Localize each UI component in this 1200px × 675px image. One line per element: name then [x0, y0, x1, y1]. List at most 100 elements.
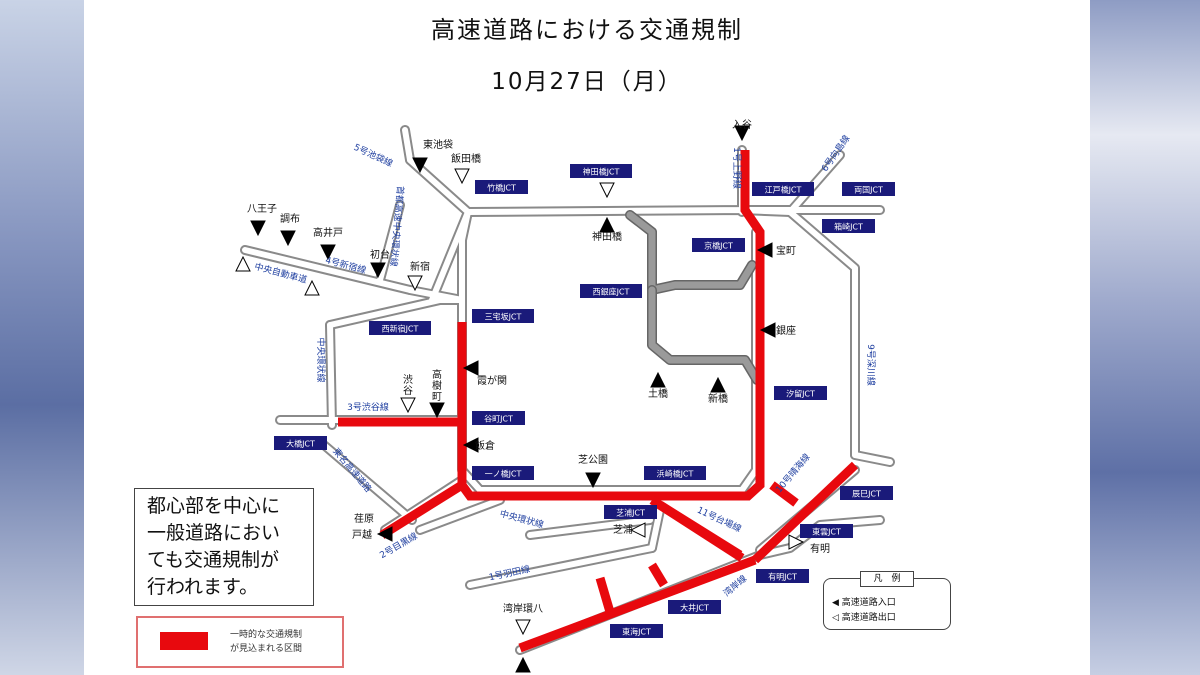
- place-label: 芝浦: [613, 523, 633, 536]
- jct-box-bg: [692, 238, 745, 252]
- jct-label: 浜崎橋JCT: [657, 469, 694, 479]
- road: [527, 517, 653, 538]
- place-label: 荏原: [354, 513, 374, 525]
- entrance-marker-icon: [710, 376, 726, 393]
- entrance-marker-icon: [515, 656, 531, 673]
- jct-label: 東雲JCT: [812, 527, 841, 537]
- road: [459, 209, 759, 493]
- note-line: 都心部を中心に: [147, 495, 281, 517]
- jct-box-bg: [842, 182, 895, 196]
- entrance-marker-icon: [412, 157, 428, 174]
- entrance-marker-icon: [462, 360, 479, 376]
- place-label-char: 高: [432, 368, 442, 381]
- road: [242, 247, 413, 293]
- jct-box-bg: [472, 411, 525, 425]
- place-label: 高井戸: [313, 226, 343, 239]
- road: [321, 442, 415, 523]
- jct-box-bg: [369, 321, 431, 335]
- place-label: 八王子: [247, 203, 277, 215]
- road: [852, 452, 893, 465]
- jct-box: 有明JCT: [756, 569, 809, 583]
- entrance-marker-icon: [650, 371, 666, 388]
- entrance-exit-legend: 凡 例 ◀ 高速道路入口 ◁ 高速道路出口: [823, 571, 951, 630]
- exit-marker-icon: [400, 397, 416, 414]
- exit-marker-icon: [304, 279, 320, 296]
- jct-label: 辰巳JCT: [852, 490, 881, 499]
- road: [377, 202, 403, 283]
- place-label-char: 渋: [403, 373, 413, 386]
- jct-box-bg: [800, 524, 853, 538]
- jct-label: 竹橋JCT: [487, 183, 516, 193]
- route-label: 3号渋谷線: [347, 401, 389, 413]
- jct-box: 両国JCT: [842, 182, 895, 196]
- jct-box-bg: [604, 505, 657, 519]
- exit-marker-icon: [454, 168, 470, 185]
- place-label-char: 町: [432, 392, 442, 403]
- jct-box: 東雲JCT: [800, 524, 853, 538]
- route-label: 9号深川線: [865, 344, 877, 386]
- jct-label: 西銀座JCT: [593, 287, 630, 297]
- place-label-char: 樹: [432, 379, 442, 392]
- restriction-segment: [649, 496, 745, 562]
- closed-road: [648, 286, 761, 384]
- jct-box-bg: [752, 182, 814, 196]
- exit-triangle-icon: ◁: [832, 613, 839, 623]
- jct-label: 一ノ橋JCT: [485, 469, 522, 479]
- closed-road-edge: [647, 285, 762, 385]
- exit-marker-icon: [599, 182, 615, 199]
- jct-label: 谷町JCT: [484, 415, 513, 424]
- jct-box: 箱崎JCT: [822, 219, 875, 233]
- road-edge: [457, 207, 761, 495]
- place-label: 調布: [280, 212, 300, 225]
- jct-box-bg: [774, 386, 827, 400]
- place-label: 飯田橋: [451, 152, 481, 165]
- route-label: 東名高速道路: [330, 446, 374, 495]
- road: [787, 152, 843, 215]
- road: [467, 545, 655, 588]
- jct-label: 有明JCT: [768, 572, 797, 582]
- entrance-marker-icon: [320, 244, 336, 261]
- place-label: 新宿: [410, 260, 430, 273]
- road: [787, 209, 858, 458]
- jct-box-bg: [840, 486, 893, 500]
- jct-label: 汐留JCT: [786, 389, 815, 399]
- jct-box-bg: [610, 624, 663, 638]
- place-label-char: 谷: [403, 385, 413, 397]
- road: [327, 322, 335, 428]
- jct-box: 三宅坂JCT: [472, 309, 534, 323]
- jct-box: 東海JCT: [610, 624, 663, 638]
- entrance-marker-icon: [756, 242, 773, 258]
- jct-label: 西新宿JCT: [382, 324, 419, 334]
- jct-label: 神田橋JCT: [583, 167, 620, 177]
- place-label: 高樹町: [432, 368, 442, 403]
- closed-road: [626, 211, 756, 294]
- restriction-segment: [769, 481, 799, 507]
- jct-box: 汐留JCT: [774, 386, 827, 400]
- jct-box-bg: [570, 164, 632, 178]
- jct-box-bg: [668, 600, 721, 614]
- jct-box: 西新宿JCT: [369, 321, 431, 335]
- jct-box: 芝浦JCT: [604, 505, 657, 519]
- jct-label: 大橋JCT: [286, 439, 315, 449]
- legend-exit-label: 高速道路出口: [841, 613, 896, 623]
- note-line: 一般道路におい: [147, 522, 281, 544]
- place-label: 土橋: [648, 387, 668, 400]
- restriction-segment: [648, 562, 668, 588]
- restriction-legend-line: が見込まれる区間: [230, 644, 303, 654]
- route-label: 5号池袋線: [352, 141, 395, 170]
- jct-box: 神田橋JCT: [570, 164, 632, 178]
- note-box: 都心部を中心に 一般道路におい ても交通規制が 行われます。: [134, 488, 314, 606]
- exit-marker-icon: [407, 275, 423, 292]
- note-line: 行われます。: [147, 576, 259, 598]
- place-label: 飯倉: [475, 439, 495, 452]
- place-label: 渋谷: [403, 373, 413, 397]
- entrance-marker-icon: [599, 216, 615, 233]
- entrance-marker-icon: [250, 220, 266, 237]
- road-edge: [785, 207, 860, 460]
- legend-entrance-label: 高速道路入口: [841, 598, 896, 608]
- road: [649, 507, 663, 551]
- date-label: 10月27日（月）: [491, 69, 683, 95]
- legend-header: 凡 例: [860, 571, 914, 587]
- legend-entrance: ◀ 高速道路入口: [832, 595, 896, 608]
- restriction-legend: 一時的な交通規制 が見込まれる区間: [136, 616, 344, 668]
